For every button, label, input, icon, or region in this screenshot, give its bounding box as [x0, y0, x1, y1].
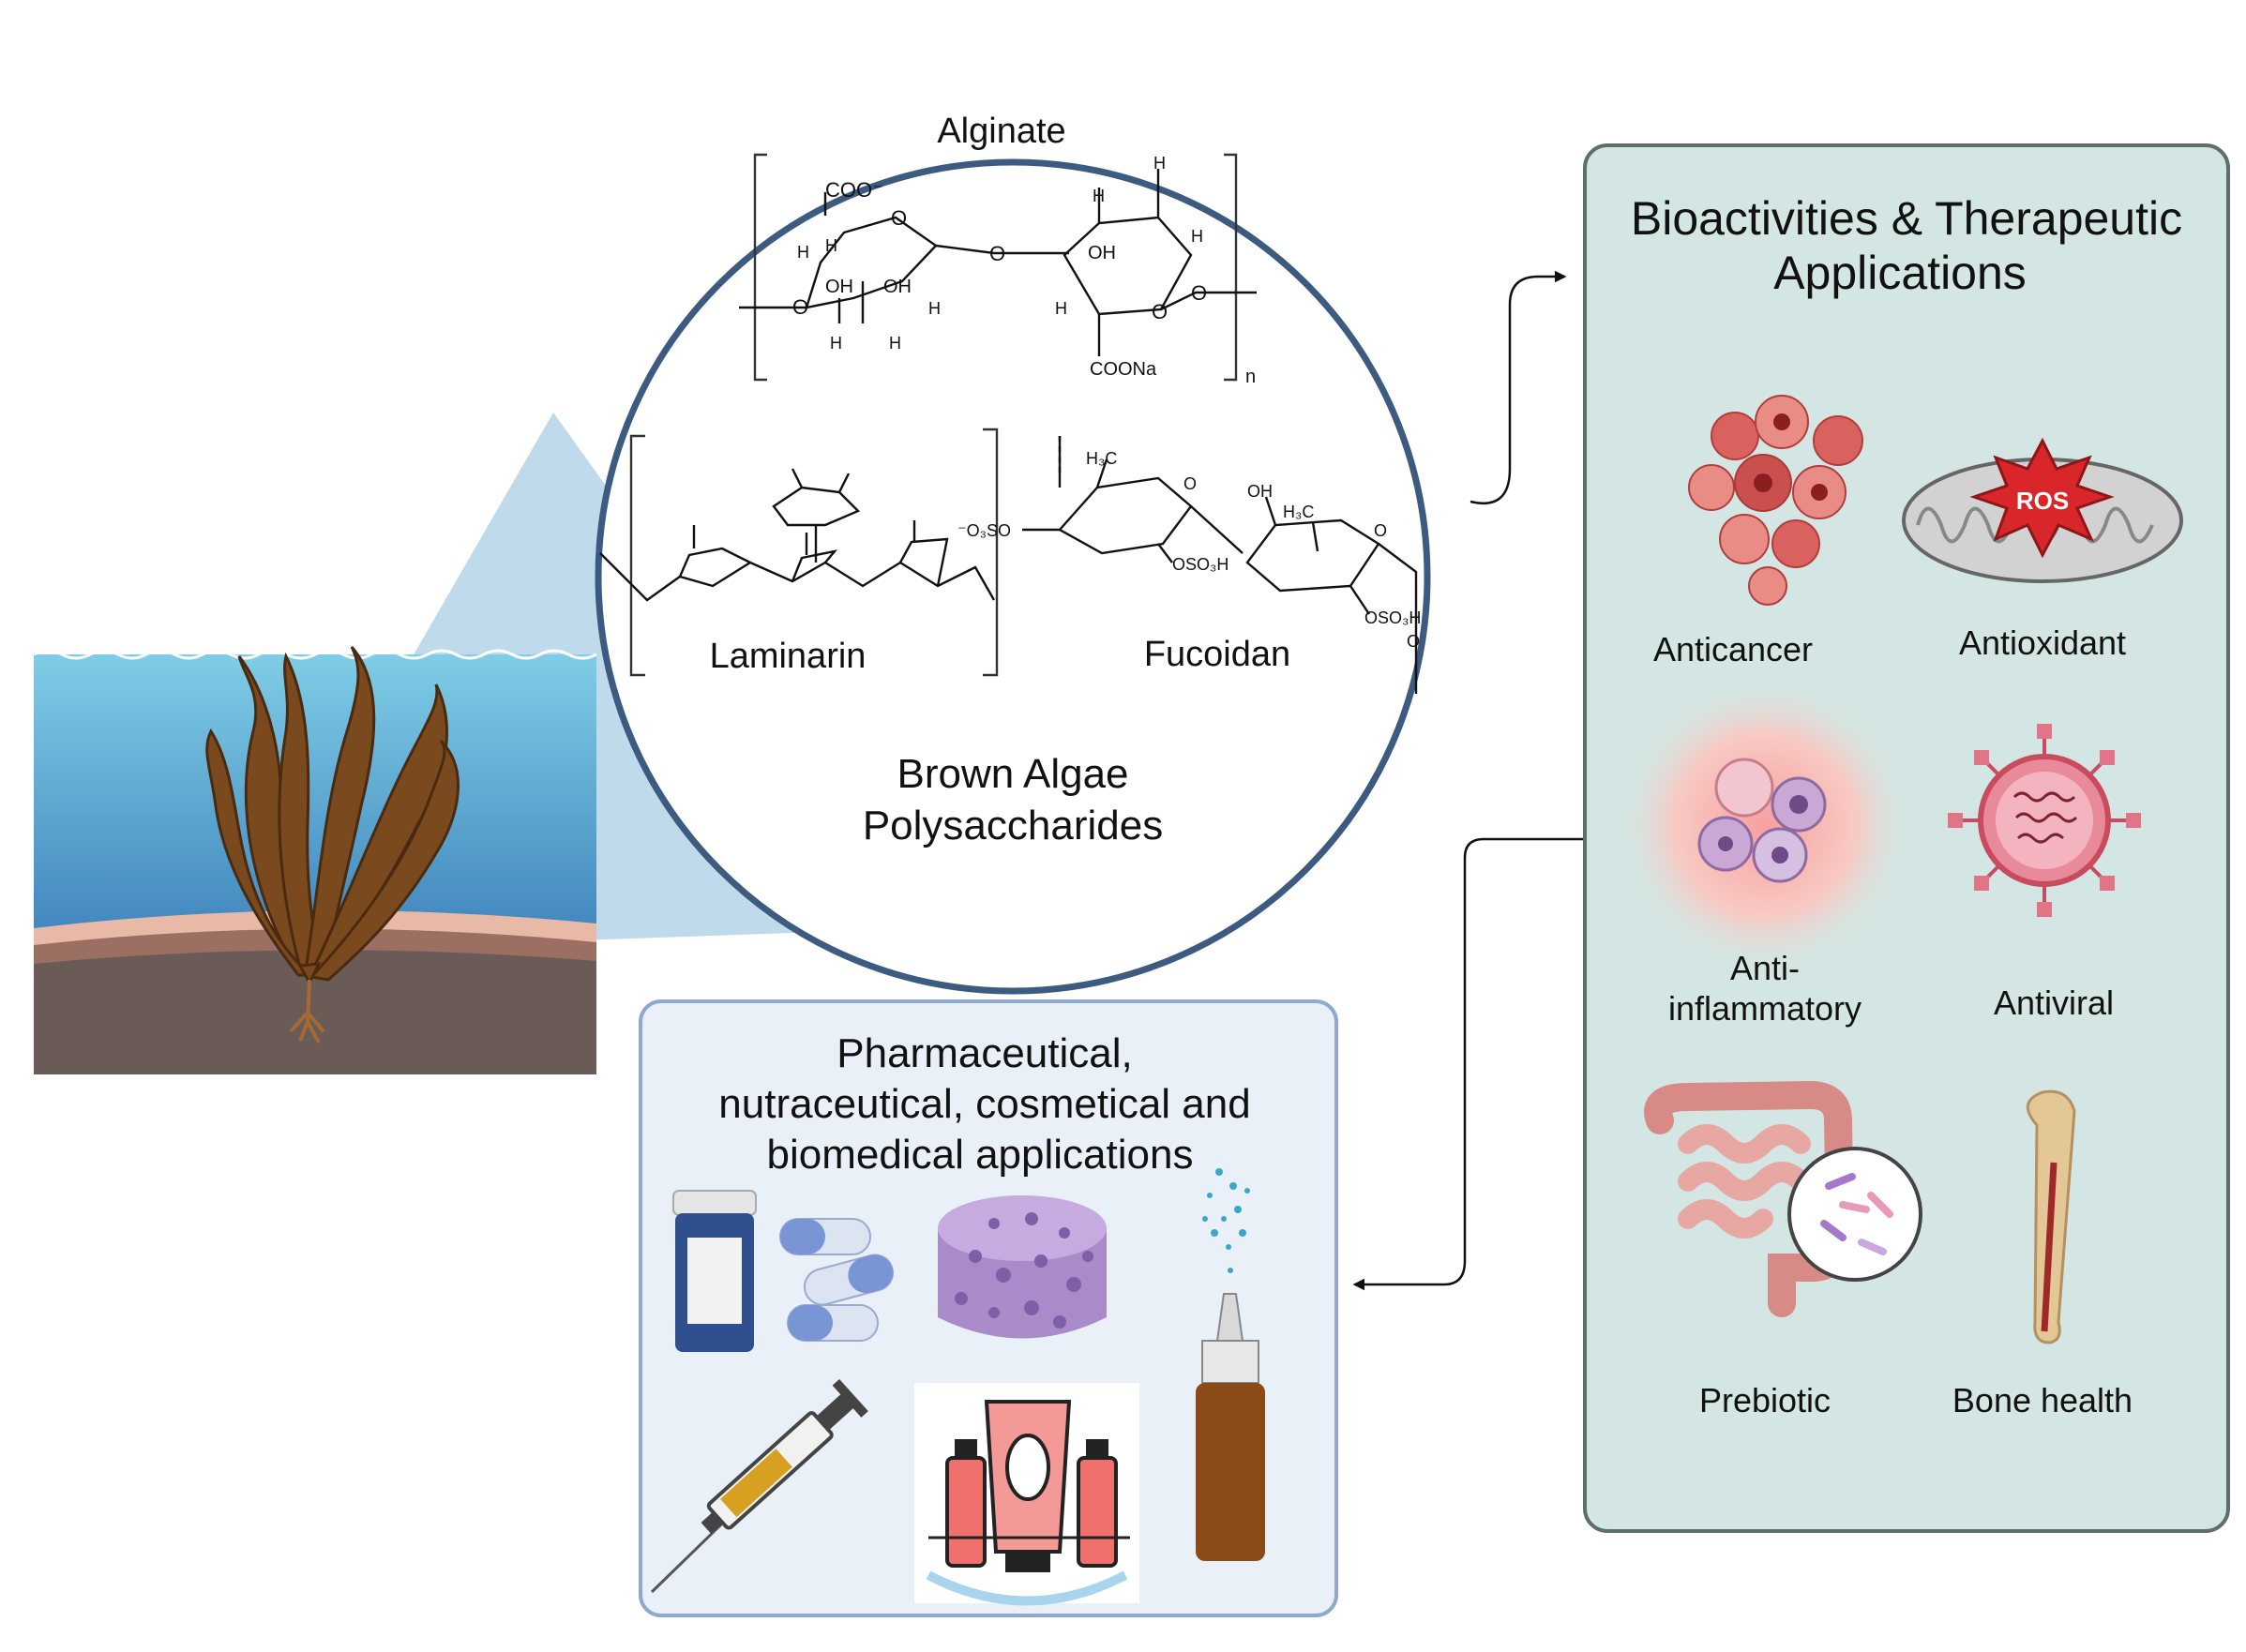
- alginate-h8: H: [1191, 227, 1203, 246]
- applications-title-line3: biomedical applications: [767, 1132, 1194, 1178]
- alginate-h7: H: [1153, 154, 1166, 173]
- anti-inflammatory-label-line2: inflammatory: [1668, 989, 1862, 1028]
- laminarin-structure: [599, 428, 999, 677]
- alginate-label: Alginate: [937, 112, 1065, 151]
- seaweed-icon: [205, 646, 460, 986]
- applications-panel: Pharmaceutical, nutraceutical, cosmetica…: [639, 999, 1338, 1617]
- alginate-o2: O: [989, 242, 1005, 265]
- seaweed-holdfast-icon: [289, 979, 325, 1044]
- virus-icon: [1948, 724, 2141, 917]
- alginate-h1: H: [825, 236, 837, 255]
- polysaccharide-circle: Alginate COO⁻ O O O O O OH OH OH H H H H…: [595, 112, 1431, 995]
- anti-inflammatory-label-line1: Anti-: [1730, 949, 1800, 987]
- capsules-icon: [779, 1218, 895, 1342]
- arrow-to-applications: [1352, 837, 1583, 1291]
- fucoidan-o1: O: [1183, 474, 1197, 493]
- fucoidan-oso3h-2: OSO₃H: [1364, 608, 1421, 627]
- fucoidan-o3: O: [1407, 632, 1420, 651]
- alginate-h3: H: [830, 334, 842, 353]
- bioactivities-title-line1: Bioactivities & Therapeutic: [1631, 192, 2182, 245]
- bioactivities-panel: Bioactivities & Therapeutic Applications…: [1583, 143, 2230, 1533]
- fucoidan-o3so: ⁻O₃SO: [957, 521, 1011, 540]
- intestine-microbiota-icon: [1644, 1080, 1922, 1317]
- bone-health-label: Bone health: [1952, 1381, 2133, 1419]
- antiviral-label: Antiviral: [1994, 984, 2114, 1022]
- alginate-h6: H: [1093, 187, 1105, 205]
- alginate-o5: O: [792, 295, 808, 319]
- bone-icon: [2027, 1089, 2076, 1344]
- alginate-h4: H: [889, 334, 901, 353]
- applications-title-line1: Pharmaceutical,: [837, 1030, 1132, 1076]
- nasal-spray-icon: [1196, 1168, 1265, 1561]
- bioactivities-title-line2: Applications: [1773, 247, 2027, 299]
- sediment: [34, 950, 596, 1074]
- syringe-icon: [650, 1378, 868, 1594]
- fucoidan-h3c-2: H₃C: [1283, 503, 1314, 521]
- cosmetics-icon: [914, 1383, 1139, 1606]
- alginate-o1: O: [891, 206, 907, 230]
- pill-bottle-icon: [672, 1190, 757, 1352]
- laminarin-label: Laminarin: [710, 637, 867, 676]
- alginate-structure: COO⁻ O O O O O OH OH OH H H H H H H H H …: [739, 153, 1257, 387]
- alginate-h9: H: [1055, 299, 1067, 318]
- fucoidan-oh: OH: [1247, 482, 1273, 501]
- immune-cells-icon: [1615, 675, 1915, 975]
- arrow-to-bioactivities: [1470, 270, 1567, 504]
- fucoidan-h3c-1: H₃C: [1086, 449, 1117, 468]
- alginate-o4: O: [1191, 281, 1207, 305]
- alginate-h2: H: [797, 243, 809, 262]
- alginate-coona: COONa: [1090, 359, 1157, 380]
- fucoidan-label: Fucoidan: [1144, 635, 1290, 674]
- alginate-oh2: OH: [883, 277, 912, 297]
- mitochondria-ros-icon: ROS: [1902, 437, 2183, 583]
- antioxidant-label: Antioxidant: [1959, 623, 2126, 662]
- scaffold-icon: [938, 1195, 1107, 1339]
- alginate-oh3: OH: [1088, 243, 1116, 263]
- alginate-o3: O: [1152, 300, 1168, 323]
- prebiotic-label: Prebiotic: [1699, 1381, 1831, 1419]
- water-surface: [33, 649, 597, 660]
- brown-algae-label-line2: Polysaccharides: [863, 803, 1163, 849]
- anticancer-label: Anticancer: [1653, 630, 1813, 668]
- cancer-cells-icon: [1688, 395, 1863, 606]
- brown-algae-label-line1: Brown Algae: [897, 751, 1128, 797]
- alginate-oh1: OH: [825, 277, 853, 297]
- alginate-n: n: [1245, 367, 1256, 387]
- fucoidan-oso3h-1: OSO₃H: [1172, 555, 1229, 574]
- ros-badge: ROS: [2016, 487, 2069, 515]
- fucoidan-structure: H₃C H₃C ⁻O₃SO OSO₃H OSO₃H OH O O O: [957, 436, 1421, 694]
- alginate-h5: H: [928, 299, 941, 318]
- applications-title-line2: nutraceutical, cosmetical and: [718, 1081, 1250, 1127]
- alginate-coo: COO⁻: [825, 178, 883, 202]
- fucoidan-o2: O: [1374, 521, 1387, 540]
